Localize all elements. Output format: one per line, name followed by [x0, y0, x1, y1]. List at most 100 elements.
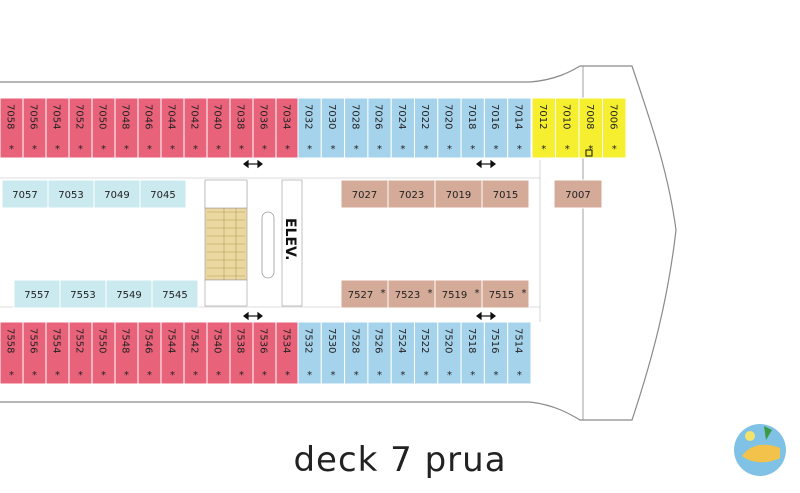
cabin-number: 7027: [352, 190, 377, 201]
cabin-number: 7520: [442, 328, 453, 353]
cabin-7053[interactable]: [47, 179, 95, 209]
cabin-7545[interactable]: [151, 279, 199, 309]
cabin-mark: *: [9, 144, 14, 155]
cabin-7027[interactable]: [340, 179, 389, 209]
cabin-number: 7544: [166, 328, 177, 353]
cabin-number: 7522: [419, 328, 430, 353]
cabin-number: 7526: [373, 328, 384, 353]
cabin-mark: *: [262, 144, 267, 155]
cabin-number: 7515: [489, 290, 514, 301]
cabin-mark: *: [330, 370, 335, 381]
cabin-mark: *: [55, 370, 60, 381]
cabin-number: 7527: [348, 290, 373, 301]
cabin-number: 7032: [303, 104, 314, 129]
cabin-number: 7036: [258, 104, 269, 129]
cabin-number: 7022: [419, 104, 430, 129]
cabin-number: 7536: [258, 328, 269, 353]
cabin-mark: *: [216, 370, 221, 381]
cabin-number: 7542: [189, 328, 200, 353]
cabin-number: 7528: [349, 328, 360, 353]
cabin-mark: *: [424, 144, 429, 155]
cabin-number: 7050: [97, 104, 108, 129]
cabin-mark: *: [32, 370, 37, 381]
cabin-number: 7024: [396, 104, 407, 129]
cabin-number: 7042: [189, 104, 200, 129]
cabin-mark: *: [124, 370, 129, 381]
cabin-mark: *: [170, 144, 175, 155]
elevator-label: ELEV.: [282, 218, 298, 260]
cabin-7523[interactable]: [387, 279, 436, 309]
elevator-box: [281, 179, 303, 307]
cabin-number: 7023: [399, 190, 424, 201]
cabin-mark: *: [400, 144, 405, 155]
cabin-mark: *: [147, 370, 152, 381]
cabin-number: 7549: [116, 290, 141, 301]
cabin-7527[interactable]: [340, 279, 389, 309]
cabin-mark: *: [193, 144, 198, 155]
cabin-number: 7030: [326, 104, 337, 129]
cabin-mark: *: [239, 370, 244, 381]
cabin-mark: *: [216, 144, 221, 155]
cabin-mark: *: [381, 288, 386, 299]
cabin-mark: *: [124, 144, 129, 155]
cabin-mark: *: [428, 288, 433, 299]
cabin-7514[interactable]: [507, 321, 532, 385]
cabin-7023[interactable]: [387, 179, 436, 209]
cabin-7553[interactable]: [59, 279, 107, 309]
cabin-number: 7556: [28, 328, 39, 353]
cabin-mark: *: [470, 144, 475, 155]
cabin-7015[interactable]: [481, 179, 530, 209]
cabin-mark: *: [424, 370, 429, 381]
cabin-7519[interactable]: [434, 279, 483, 309]
cabin-7515[interactable]: [481, 279, 530, 309]
cabin-7057[interactable]: [1, 179, 49, 209]
cabin-number: 7028: [349, 104, 360, 129]
cabin-mark: *: [522, 288, 527, 299]
cabin-number: 7040: [212, 104, 223, 129]
cabin-mark: *: [517, 370, 522, 381]
cabin-mark: *: [239, 144, 244, 155]
cabin-number: 7015: [493, 190, 518, 201]
cabin-number: 7054: [51, 104, 62, 129]
cabin-number: 7524: [396, 328, 407, 353]
cabin-number: 7518: [466, 328, 477, 353]
cabin-mark: *: [285, 144, 290, 155]
cabin-number: 7012: [537, 104, 548, 129]
connecting-arrow-icon: [243, 159, 263, 169]
cabin-mark: *: [447, 144, 452, 155]
cabin-number: 7532: [303, 328, 314, 353]
cabin-mark: *: [330, 144, 335, 155]
cabin-7019[interactable]: [434, 179, 483, 209]
cabin-mark: *: [494, 370, 499, 381]
cabin-number: 7557: [24, 290, 49, 301]
cabin-number: 7034: [281, 104, 292, 129]
cabin-number: 7534: [281, 328, 292, 353]
cabin-mark: *: [55, 144, 60, 155]
cabin-mark: *: [565, 144, 570, 155]
cabin-number: 7008: [584, 104, 595, 129]
cabin-number: 7018: [466, 104, 477, 129]
cabin-7006[interactable]: [602, 97, 627, 159]
cabin-number: 7554: [51, 328, 62, 353]
cabin-mark: *: [354, 144, 359, 155]
cabin-mark: *: [517, 144, 522, 155]
cabin-mark: *: [193, 370, 198, 381]
cabin-7007[interactable]: [553, 179, 603, 209]
cabin-mark: *: [307, 144, 312, 155]
cabin-number: 7530: [326, 328, 337, 353]
cabin-mark: *: [400, 370, 405, 381]
cabin-number: 7048: [120, 104, 131, 129]
stair-landing-bottom: [204, 279, 248, 307]
cabin-number: 7020: [442, 104, 453, 129]
connecting-arrow-icon: [476, 311, 496, 321]
cabin-number: 7514: [512, 328, 523, 353]
cabin-number: 7516: [489, 328, 500, 353]
cabin-number: 7038: [235, 104, 246, 129]
cabin-7014[interactable]: [507, 97, 532, 159]
cabin-7045[interactable]: [139, 179, 187, 209]
cabin-mark: *: [101, 370, 106, 381]
cabin-number: 7058: [5, 104, 16, 129]
cabin-mark: *: [262, 370, 267, 381]
cabin-number: 7553: [70, 290, 95, 301]
